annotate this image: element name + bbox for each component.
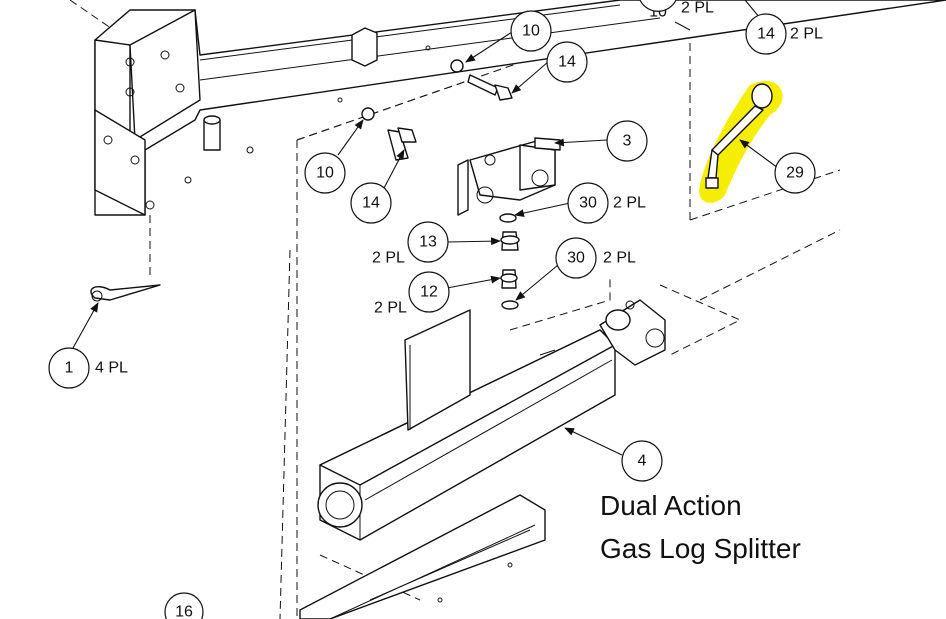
- callout-number: 13: [419, 234, 437, 251]
- callout-qty: 2 PL: [613, 195, 646, 212]
- callout-14-b: 14: [350, 182, 392, 224]
- callout-13: 13 2 PL: [372, 221, 449, 267]
- hydraulic-cylinder-part: [317, 299, 666, 541]
- callout-number: 4: [638, 453, 647, 470]
- callout-10-a: 10: [510, 10, 552, 52]
- callout-leaders: [72, 0, 779, 456]
- callout-number: 30: [579, 195, 597, 212]
- callout-12: 12 2 PL: [374, 271, 450, 317]
- callout-qty: 2 PL: [374, 300, 407, 317]
- callout-number: 14: [362, 195, 380, 212]
- callout-number: 16: [175, 604, 193, 619]
- diagram-title-line-2: Gas Log Splitter: [600, 533, 801, 564]
- callout-29: 29: [774, 152, 816, 194]
- callout-4: 4: [621, 440, 663, 482]
- callout-number: 10: [522, 23, 540, 40]
- wedge-rail-part: [299, 494, 546, 619]
- diagram-title-line-1: Dual Action: [600, 490, 742, 521]
- callout-3: 3: [606, 120, 648, 162]
- callout-1: 1 4 PL: [48, 347, 128, 389]
- main-beam-part: [94, 0, 946, 216]
- callout-30-b: 30 2 PL: [555, 237, 636, 279]
- callout-number: 29: [786, 165, 804, 182]
- control-valve-part: [457, 137, 561, 216]
- callout-16: 16: [164, 592, 204, 619]
- callout-number: 10: [316, 165, 334, 182]
- callout-14-a: 14: [546, 41, 588, 83]
- fitting-parts: [499, 213, 520, 310]
- callout-number: 14: [558, 54, 576, 71]
- callout-number: 14: [757, 26, 775, 43]
- callout-qty: 2 PL: [372, 250, 405, 267]
- callout-14-top: 14 2 PL: [745, 13, 823, 55]
- callout-qty: 2 PL: [681, 0, 714, 17]
- callout-qty: 2 PL: [603, 250, 636, 267]
- callout-number: 12: [420, 284, 438, 301]
- handle-part-highlighted: [699, 80, 783, 203]
- spacer-parts: [203, 27, 378, 151]
- hitch-pin-part: [90, 284, 161, 302]
- callout-10-b: 10: [304, 152, 346, 194]
- callout-qty: 2 PL: [790, 26, 823, 43]
- callout-qty: 4 PL: [95, 360, 128, 377]
- callout-number: 1: [65, 360, 74, 377]
- callout-number: 3: [623, 133, 632, 150]
- callout-number: 30: [567, 250, 585, 267]
- callout-30-a: 30 2 PL: [567, 182, 646, 224]
